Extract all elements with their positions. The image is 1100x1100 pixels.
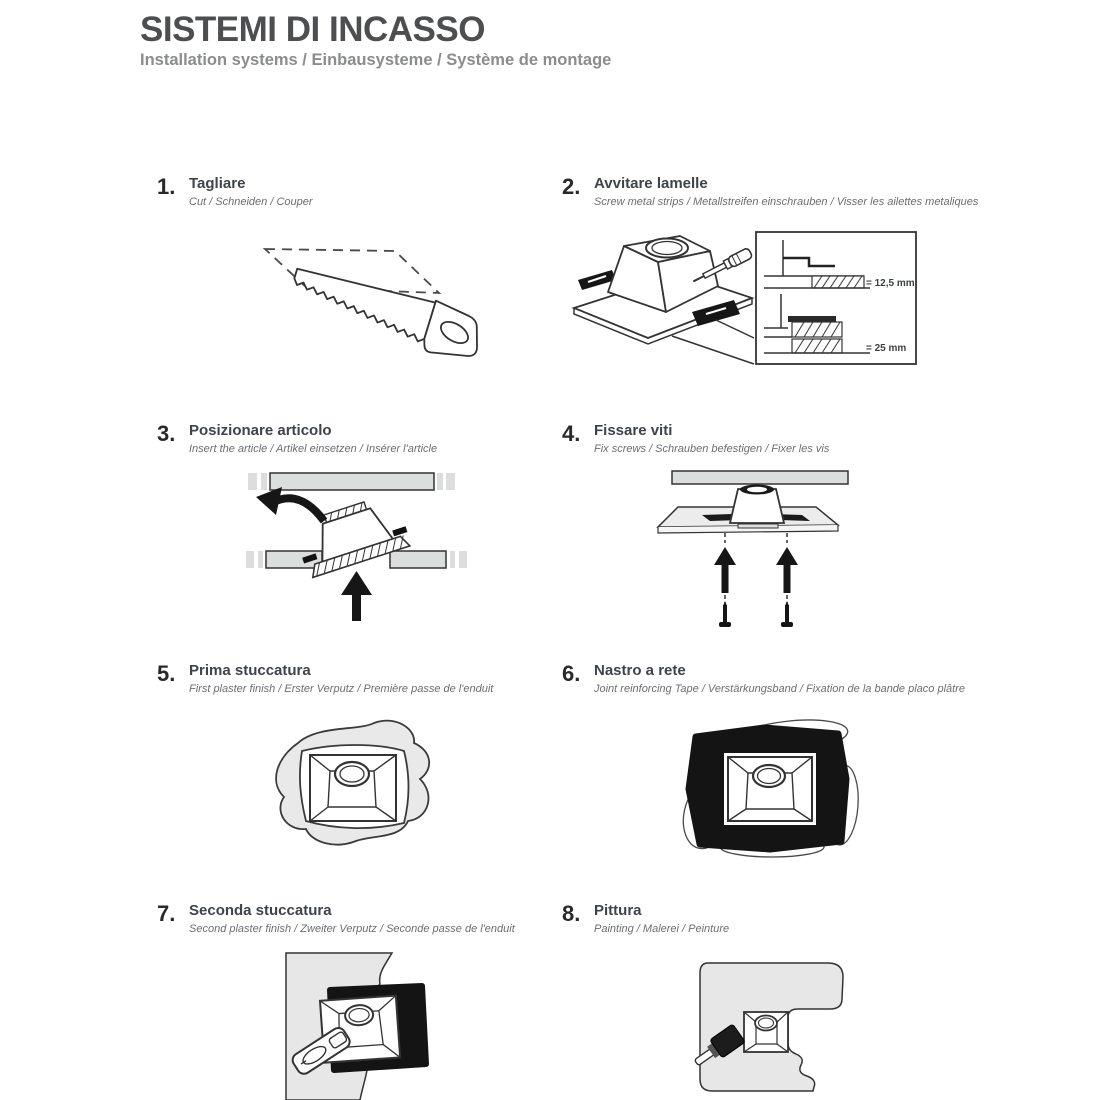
fixture-front-icon: [727, 756, 813, 822]
measurement-12-5mm: = 12,5 mm: [866, 278, 915, 289]
step-4: 4. Fissare viti Fix screws / Schrauben b…: [562, 421, 962, 456]
callout-leader-lines: [671, 319, 755, 365]
step-8-number: 8.: [562, 901, 581, 926]
step-7-title: Seconda stuccatura: [189, 902, 332, 919]
page-header: SISTEMI DI INCASSO Installation systems …: [140, 10, 612, 70]
screw-strips-illustration: = 12,5 mm = 25 mm: [571, 231, 917, 365]
step-1: 1. Tagliare Cut / Schneiden / Couper: [157, 174, 527, 209]
screw-left-icon: [714, 533, 736, 627]
paint-brush-icon: [694, 1024, 745, 1066]
page-title: SISTEMI DI INCASSO: [140, 10, 485, 49]
step-7-subtitle: Second plaster finish / Zweiter Verputz …: [189, 922, 515, 935]
fix-screws-illustration: [656, 470, 849, 627]
first-plaster-illustration: [275, 719, 430, 846]
step-6: 6. Nastro a rete Joint reinforcing Tape …: [562, 661, 1002, 696]
painting-illustration: [694, 962, 844, 1092]
step-5: 5. Prima stuccatura First plaster finish…: [157, 661, 547, 696]
step-5-title: Prima stuccatura: [189, 662, 311, 679]
mesh-tape-illustration: [682, 719, 859, 858]
rotate-arrow-icon: [256, 487, 328, 524]
trowel-icon: [291, 1027, 351, 1075]
step-2-number: 2.: [562, 174, 581, 199]
screwdriver-icon: [692, 248, 753, 283]
saw-icon: [293, 267, 478, 357]
step-2-subtitle: Screw metal strips / Metallstreifen eins…: [594, 195, 979, 208]
cut-outline-dashed: [262, 248, 442, 294]
bottom-boards: [246, 550, 467, 569]
step-7-number: 7.: [157, 901, 176, 926]
step-4-number: 4.: [562, 421, 581, 446]
step-7: 7. Seconda stuccatura Second plaster fin…: [157, 901, 547, 936]
tilted-fixture-icon: [302, 501, 412, 579]
up-arrow-icon: [341, 571, 372, 621]
step-8-title: Pittura: [594, 902, 642, 919]
thickness-detail-box: = 12,5 mm = 25 mm: [755, 231, 917, 365]
fixture-front-icon: [309, 754, 397, 822]
step-3-title: Posizionare articolo: [189, 422, 332, 439]
step-4-title: Fissare viti: [594, 422, 673, 439]
step-2: 2. Avvitare lamelle Screw metal strips /…: [562, 174, 1002, 209]
screw-right-icon: [776, 533, 798, 627]
second-plaster-illustration: [285, 952, 429, 1100]
measurement-25mm: = 25 mm: [866, 343, 906, 354]
ceiling-bar: [671, 470, 849, 485]
top-board: [248, 472, 455, 491]
step-2-title: Avvitare lamelle: [594, 175, 708, 192]
step-6-title: Nastro a rete: [594, 662, 686, 679]
recessed-housing-icon: [571, 235, 755, 345]
step-4-subtitle: Fix screws / Schrauben befestigen / Fixe…: [594, 442, 830, 455]
step-8: 8. Pittura Painting / Malerei / Peinture: [562, 901, 942, 936]
saw-cut-illustration: [262, 248, 478, 357]
step-3-subtitle: Insert the article / Artikel einsetzen /…: [189, 442, 438, 455]
fixture-front-icon: [743, 1011, 789, 1053]
step-1-title: Tagliare: [189, 175, 246, 192]
page-subtitle: Installation systems / Einbausysteme / S…: [140, 50, 612, 69]
step-6-number: 6.: [562, 661, 581, 686]
step-6-subtitle: Joint reinforcing Tape / Verstärkungsban…: [594, 682, 965, 695]
step-3: 3. Posizionare articolo Insert the artic…: [157, 421, 537, 456]
step-5-subtitle: First plaster finish / Erster Verputz / …: [189, 682, 494, 695]
step-8-subtitle: Painting / Malerei / Peinture: [594, 922, 730, 935]
step-1-subtitle: Cut / Schneiden / Couper: [189, 195, 313, 208]
insert-article-illustration: [246, 472, 467, 621]
board-with-fixture: [656, 484, 841, 534]
step-1-number: 1.: [157, 174, 176, 199]
step-5-number: 5.: [157, 661, 176, 686]
step-3-number: 3.: [157, 421, 176, 446]
